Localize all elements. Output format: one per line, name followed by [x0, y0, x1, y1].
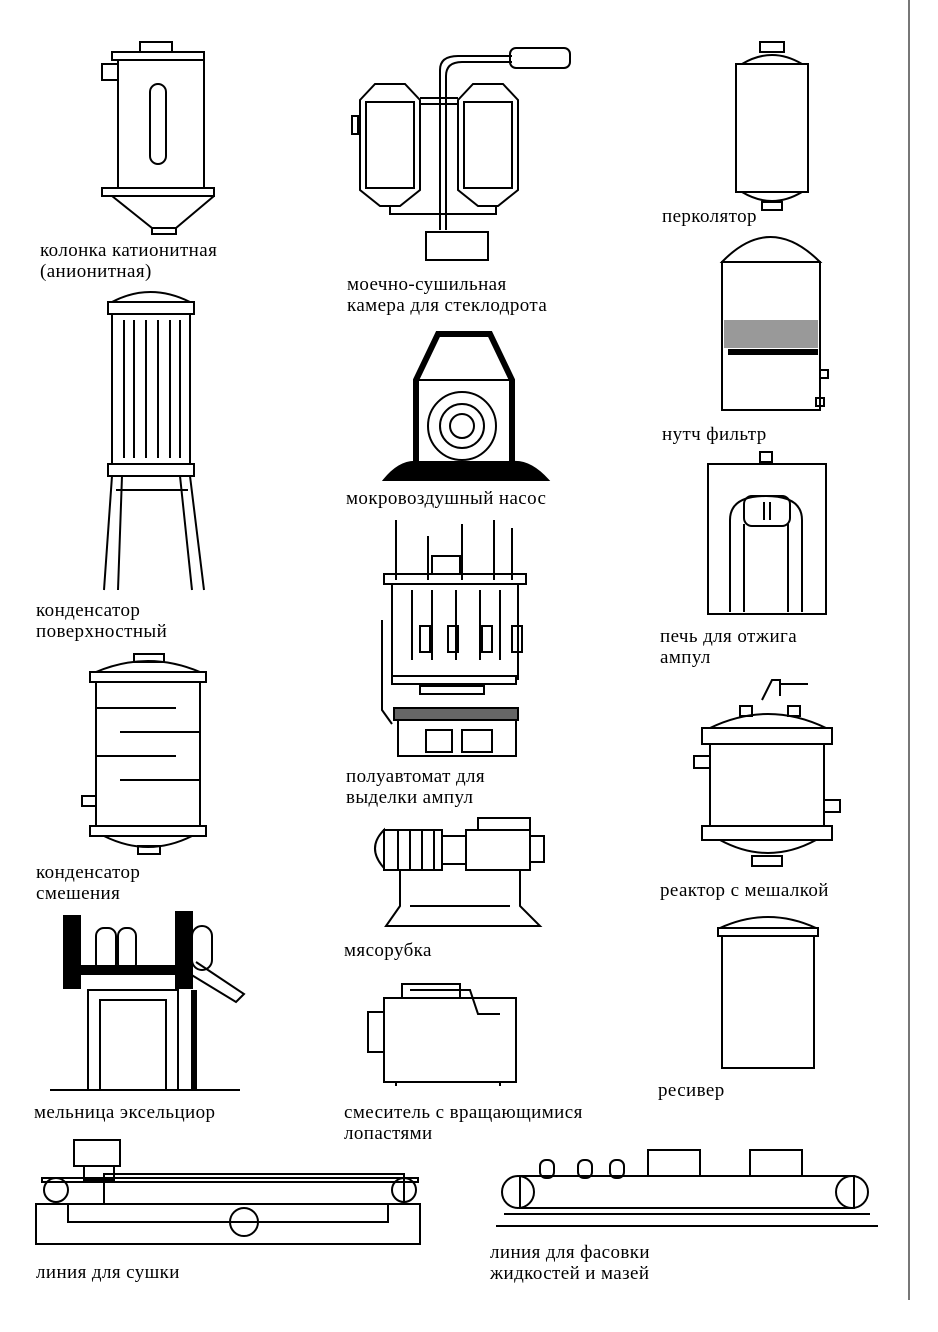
percolator-drawing [735, 41, 809, 211]
label-annealing-oven: печь для отжига ампул [660, 626, 798, 668]
label-meat-grinder: мясорубка [344, 940, 432, 961]
label-wet-air-pump: мокровоздушный насос [346, 488, 547, 509]
label-drying-line: линия для сушки [36, 1262, 180, 1283]
mixing-condenser-drawing [81, 653, 207, 855]
annealing-oven-drawing [707, 451, 827, 615]
meat-grinder-drawing [374, 817, 545, 927]
nutsche-filter-drawing [719, 236, 829, 411]
label-percolator: перколятор [662, 206, 757, 227]
wash-dry-chamber-drawing [351, 47, 571, 261]
page-edge [908, 0, 910, 1300]
ampoule-machine-drawing [381, 520, 527, 757]
paddle-mixer-drawing [367, 983, 517, 1086]
receiver-drawing [717, 916, 819, 1069]
label-stirred-reactor: реактор с мешалкой [660, 880, 829, 901]
label-paddle-mixer: смеситель с вращающимися лопастями [344, 1102, 583, 1144]
label-mixing-condenser: конденсатор смешения [36, 862, 141, 904]
label-excelsior-mill: мельница эксельциор [34, 1102, 216, 1123]
label-wash-dry-chamber: моечно-сушильная камера для стеклодрота [347, 274, 548, 316]
excelsior-mill-drawing [50, 911, 246, 1091]
wet-air-pump-drawing [381, 331, 551, 481]
label-cation-column: колонка катионитная (анионитная) [40, 240, 218, 282]
label-nutsche-filter: нутч фильтр [662, 424, 767, 445]
stirred-reactor-drawing [693, 679, 841, 867]
surface-condenser-drawing [103, 291, 205, 591]
label-ampoule-machine: полуавтомат для выделки ампул [346, 766, 486, 808]
filling-line-drawing [496, 1149, 878, 1227]
label-receiver: ресивер [658, 1080, 725, 1101]
label-surface-condenser: конденсатор поверхностный [36, 600, 168, 642]
cation-column-drawing [101, 41, 215, 235]
label-filling-line: линия для фасовки жидкостей и мазей [490, 1242, 650, 1284]
drying-line-drawing [35, 1139, 421, 1245]
